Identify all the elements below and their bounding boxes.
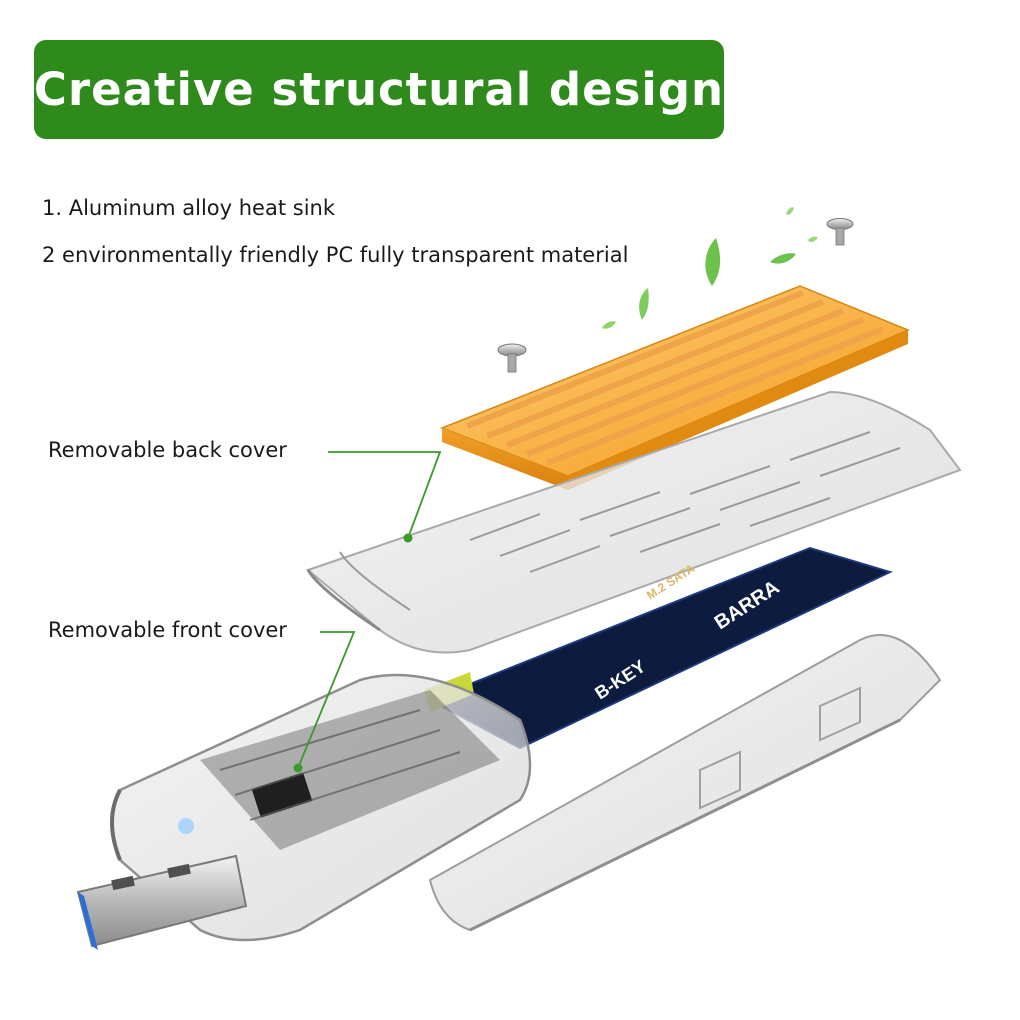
feature-item: 2 environmentally friendly PC fully tran… xyxy=(42,243,629,267)
page-title: Creative structural design xyxy=(33,63,725,116)
feature-item: 1. Aluminum alloy heat sink xyxy=(42,196,336,220)
callout-front-cover: Removable front cover xyxy=(48,618,287,642)
title-banner: Creative structural design xyxy=(34,40,724,139)
bottom-tray xyxy=(428,634,942,932)
usb-connector xyxy=(76,854,248,950)
back-cover xyxy=(305,390,962,654)
screw-icon xyxy=(497,218,854,373)
callout-back-cover: Removable back cover xyxy=(48,438,287,462)
callout-lines xyxy=(293,451,442,773)
heatsink xyxy=(439,285,910,490)
